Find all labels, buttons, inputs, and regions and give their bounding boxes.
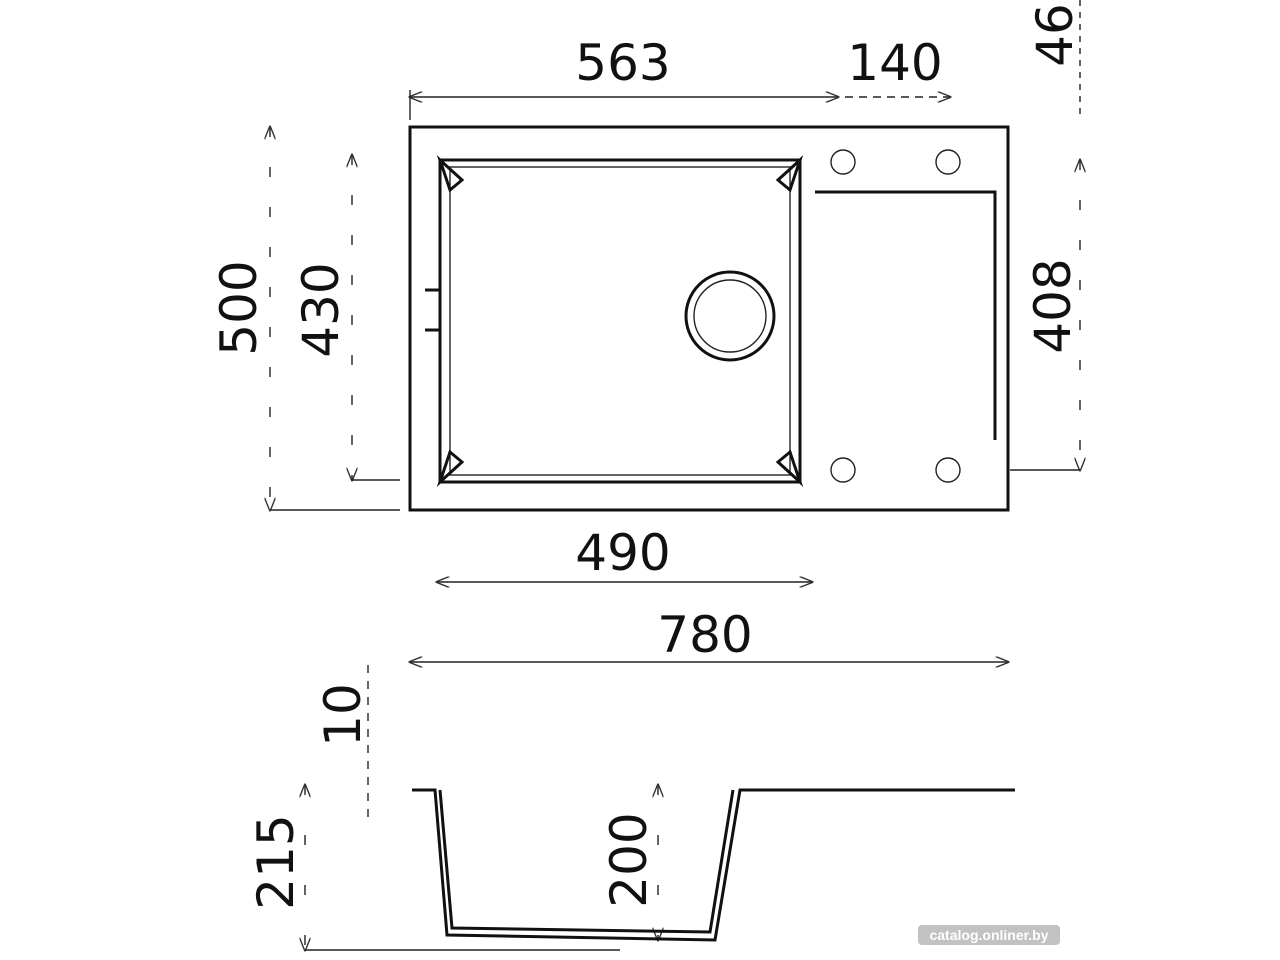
watermark: catalog.onliner.by — [918, 925, 1060, 945]
dimension-lines — [270, 0, 1080, 950]
dim-780: 780 — [657, 606, 752, 664]
dim-200: 200 — [600, 812, 658, 907]
watermark-text: catalog.onliner.by — [929, 927, 1048, 943]
dim-408: 408 — [1024, 258, 1082, 353]
dim-215: 215 — [247, 814, 305, 909]
dim-46: 46 — [1026, 3, 1084, 67]
sink-outline — [408, 125, 1010, 512]
drain-icon — [684, 270, 776, 362]
tap-holes — [830, 149, 961, 483]
dim-430: 430 — [292, 262, 350, 357]
dim-10: 10 — [314, 683, 372, 747]
bowl-corner-marks — [436, 155, 804, 487]
dim-500: 500 — [210, 260, 268, 355]
dim-563: 563 — [575, 34, 670, 92]
bowl-outline — [438, 158, 802, 484]
dim-140: 140 — [847, 34, 942, 92]
section-profile — [412, 788, 1015, 942]
drainer-recess — [815, 190, 997, 440]
top-view — [408, 125, 1010, 512]
dim-490: 490 — [575, 524, 670, 582]
